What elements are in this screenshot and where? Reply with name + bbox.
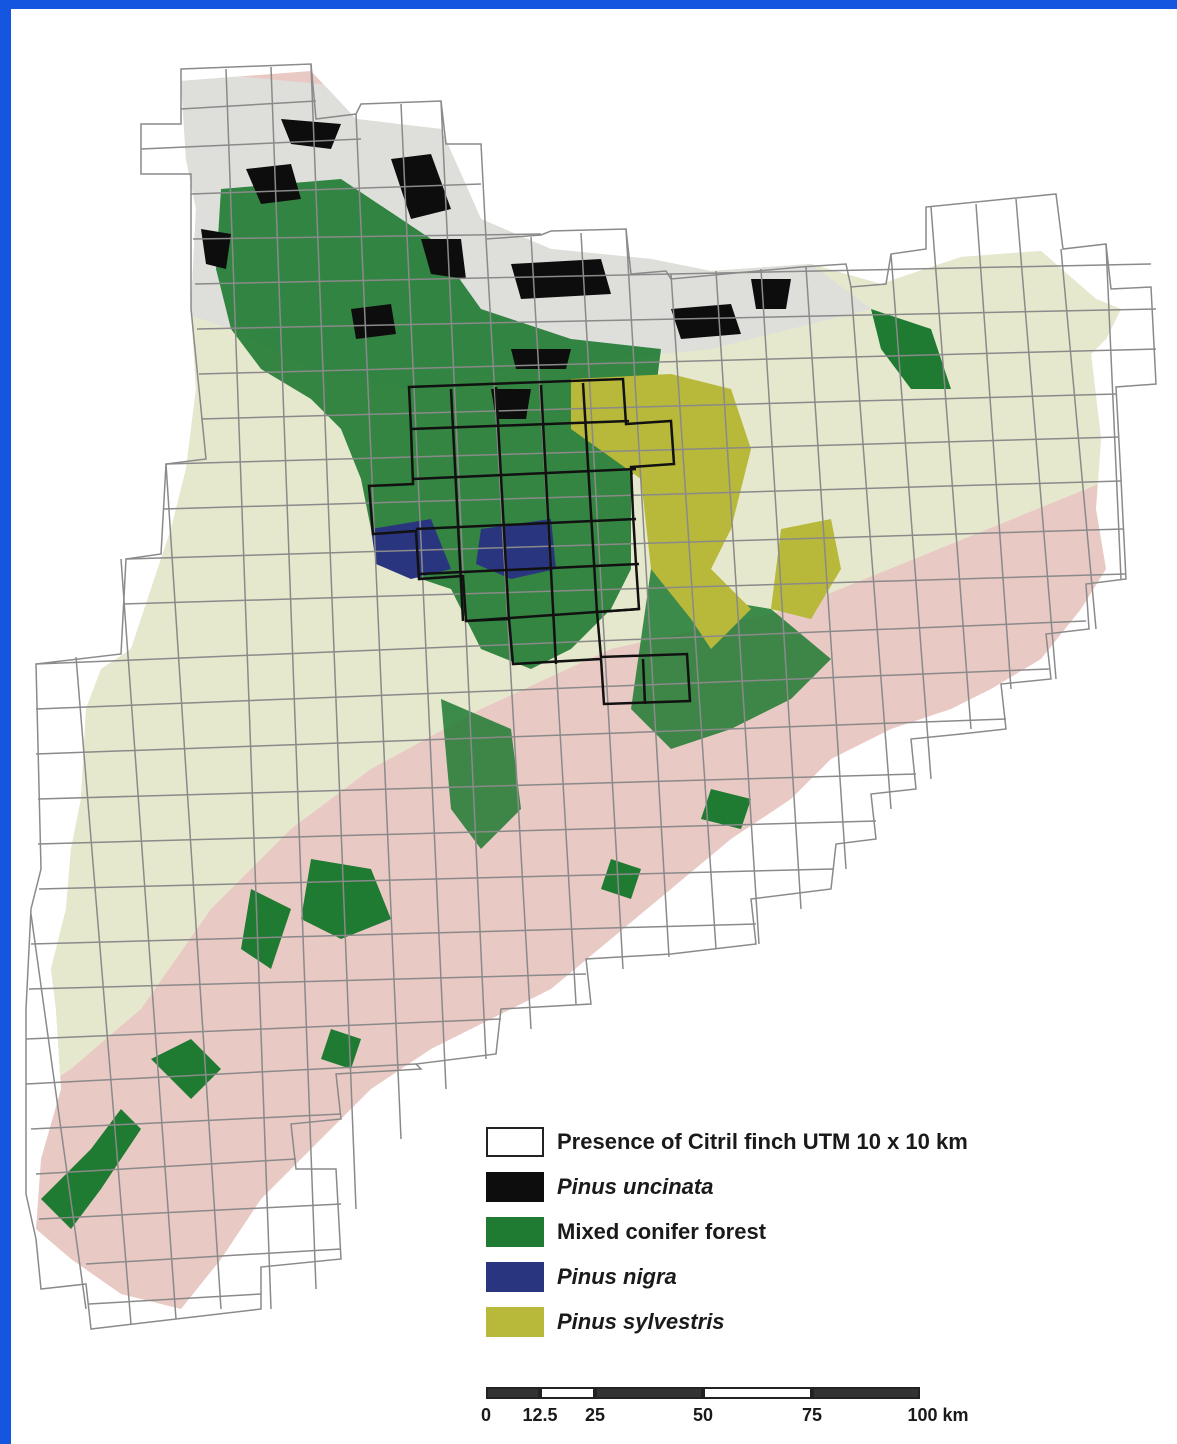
scale-bar-tick-label: 0 — [480, 1405, 492, 1425]
grid-verticals — [30, 64, 1122, 1325]
scale-bar-segment — [540, 1387, 595, 1399]
scale-bar-segment — [595, 1387, 703, 1399]
scale-bar-segment — [812, 1387, 920, 1399]
legend-label-pinus-uncinata: Pinus uncinata — [557, 1174, 714, 1199]
land-layer — [36, 71, 1121, 1309]
pinus-nigra-patches — [371, 519, 556, 579]
scale-bar-tick-label: 25 — [584, 1405, 606, 1425]
scale-bar-tick-label: 50 — [692, 1405, 714, 1425]
scale-bar-tick-label: 100 km — [907, 1405, 969, 1425]
legend-swatch-mixed-conifer — [486, 1217, 544, 1247]
scale-bar-segment — [703, 1387, 812, 1399]
utm-grid — [25, 63, 1157, 1330]
scale-bar-tick-label: 12.5 — [522, 1405, 558, 1425]
legend-swatch-presence — [486, 1127, 544, 1157]
legend-label-pinus-nigra: Pinus nigra — [557, 1264, 677, 1289]
scale-bar-tick-label: 75 — [801, 1405, 823, 1425]
map-frame: Presence of Citril finch UTM 10 x 10 km … — [11, 9, 1177, 1444]
legend-label-pinus-sylvestris: Pinus sylvestris — [557, 1309, 725, 1334]
grid-horizontals — [25, 100, 1157, 1305]
map-canvas — [25, 63, 1157, 1330]
legend-label-mixed-conifer: Mixed conifer forest — [557, 1219, 767, 1244]
scale-bar-segment — [486, 1387, 540, 1399]
citril-finch-presence-boxes — [367, 377, 692, 706]
scale-bar: 0 12.5 25 50 75 100 km — [481, 1387, 969, 1437]
pinus-sylvestris-patches — [571, 374, 841, 649]
legend-label-presence: Presence of Citril finch UTM 10 x 10 km — [557, 1129, 968, 1154]
legend-swatch-pinus-sylvestris — [486, 1307, 544, 1337]
legend-swatch-pinus-uncinata — [486, 1172, 544, 1202]
legend-swatch-pinus-nigra — [486, 1262, 544, 1292]
